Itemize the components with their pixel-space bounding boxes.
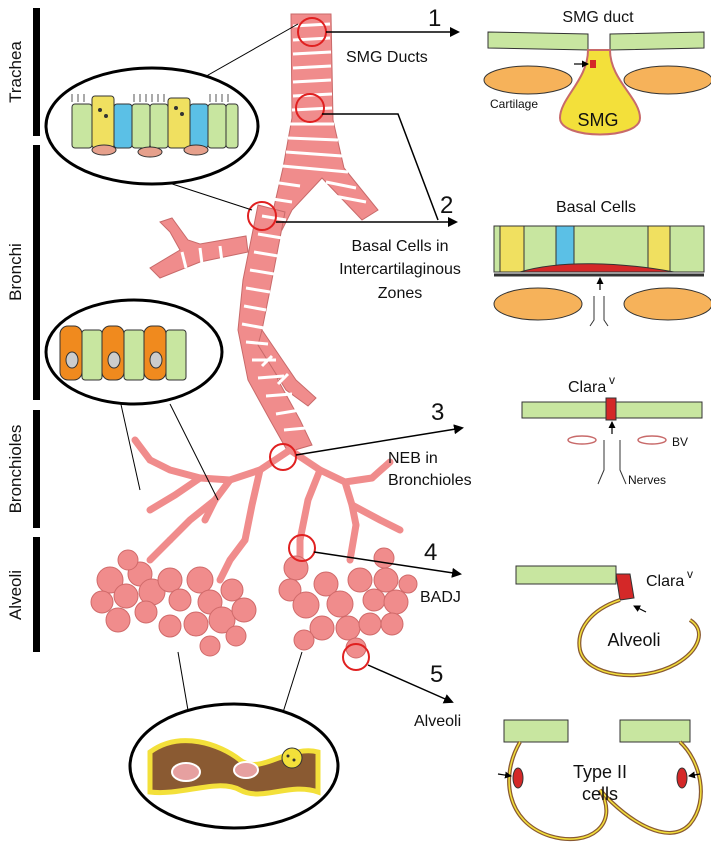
bronchus-branch-right bbox=[257, 328, 317, 407]
badj-clara-superscript: v bbox=[687, 567, 693, 581]
bronchioles bbox=[131, 436, 404, 584]
panel-basal-cells: Basal Cells bbox=[493, 199, 711, 327]
site-label-3-line1: NEB in bbox=[388, 450, 438, 467]
bronchioles-bar bbox=[33, 410, 40, 528]
site-circle-4 bbox=[288, 534, 316, 562]
neb-nerves-label: Nerves bbox=[628, 473, 666, 487]
site-number-4: 4 bbox=[424, 539, 437, 566]
neb-clara-superscript: v bbox=[609, 373, 615, 387]
panel-neb: Clara v BV Nerves bbox=[521, 373, 703, 487]
site-label-3-line2: Bronchioles bbox=[388, 472, 472, 489]
region-label-bronchi: Bronchi bbox=[6, 243, 25, 301]
neb-clara-label: Clara bbox=[568, 379, 606, 396]
type2-cell-right bbox=[676, 767, 688, 789]
left-bronchus bbox=[237, 204, 313, 453]
site-label-5: Alveoli bbox=[414, 713, 461, 730]
site-label-1: SMG Ducts bbox=[346, 49, 428, 66]
tracheal-epithelium-cells bbox=[71, 94, 239, 158]
smg-panel-title: SMG duct bbox=[562, 9, 634, 26]
bronchus-side-branch bbox=[149, 217, 249, 279]
alveoli-bar bbox=[33, 537, 40, 652]
alveolar-wall-detail bbox=[147, 738, 321, 797]
smg-label: SMG bbox=[577, 110, 618, 130]
bronchiolar-epithelium-cells bbox=[59, 325, 187, 381]
site-labels: 1 SMG Ducts 2 Basal Cells in Intercartil… bbox=[339, 5, 472, 730]
pointer-5 bbox=[367, 664, 454, 704]
type2-label-line1: Type II bbox=[573, 762, 627, 782]
site-number-2: 2 bbox=[440, 192, 453, 219]
panel-smg-duct: SMG duct Cartilage SMG bbox=[483, 9, 711, 136]
site-circle-5 bbox=[342, 643, 370, 671]
cartilage-right bbox=[623, 65, 711, 95]
site-number-3: 3 bbox=[431, 399, 444, 426]
pointer-3 bbox=[295, 424, 464, 456]
neb-bv-label: BV bbox=[672, 435, 688, 449]
site-pointers bbox=[276, 27, 464, 704]
basal-panel-title: Basal Cells bbox=[556, 199, 636, 216]
site-circle-2b bbox=[247, 201, 277, 231]
zoom-bubble-alveoli bbox=[128, 651, 340, 830]
site-label-2-line3: Zones bbox=[378, 285, 422, 302]
region-label-alveoli: Alveoli bbox=[6, 570, 25, 620]
trachea-bar bbox=[33, 8, 40, 136]
type2-cell-left bbox=[512, 767, 524, 789]
badj-clara-label: Clara bbox=[646, 573, 684, 590]
cartilage-rings bbox=[180, 22, 367, 432]
region-bars: Trachea Bronchi Bronchioles Alveoli bbox=[6, 8, 40, 652]
zoom-bubble-trachea bbox=[44, 23, 299, 211]
panel-type2-cells: Type II cells bbox=[497, 719, 703, 842]
zoom-bubble-bronchiole bbox=[44, 298, 224, 501]
pointer-2a bbox=[322, 113, 439, 221]
badj-alveoli-label: Alveoli bbox=[607, 630, 660, 650]
site-number-5: 5 bbox=[430, 661, 443, 688]
alveolar-clusters bbox=[90, 547, 418, 659]
region-label-bronchioles: Bronchioles bbox=[6, 425, 25, 514]
site-label-2-line2: Intercartilaginous bbox=[339, 261, 461, 278]
cartilage-label: Cartilage bbox=[490, 97, 538, 111]
cartilage-left bbox=[483, 65, 573, 95]
site-label-2-line1: Basal Cells in bbox=[352, 238, 449, 255]
panel-badj: Clara v Alveoli bbox=[515, 565, 701, 678]
site-number-1: 1 bbox=[428, 5, 441, 32]
airway-tree bbox=[90, 13, 418, 671]
bronchi-bar bbox=[33, 145, 40, 400]
site-label-4: BADJ bbox=[420, 589, 461, 606]
site-circle-3 bbox=[269, 443, 297, 471]
trachea-tube bbox=[269, 13, 379, 231]
pointer-4 bbox=[313, 551, 462, 578]
site-circle-2a bbox=[295, 93, 325, 123]
region-label-trachea: Trachea bbox=[6, 41, 25, 103]
type2-label-line2: cells bbox=[582, 784, 618, 804]
